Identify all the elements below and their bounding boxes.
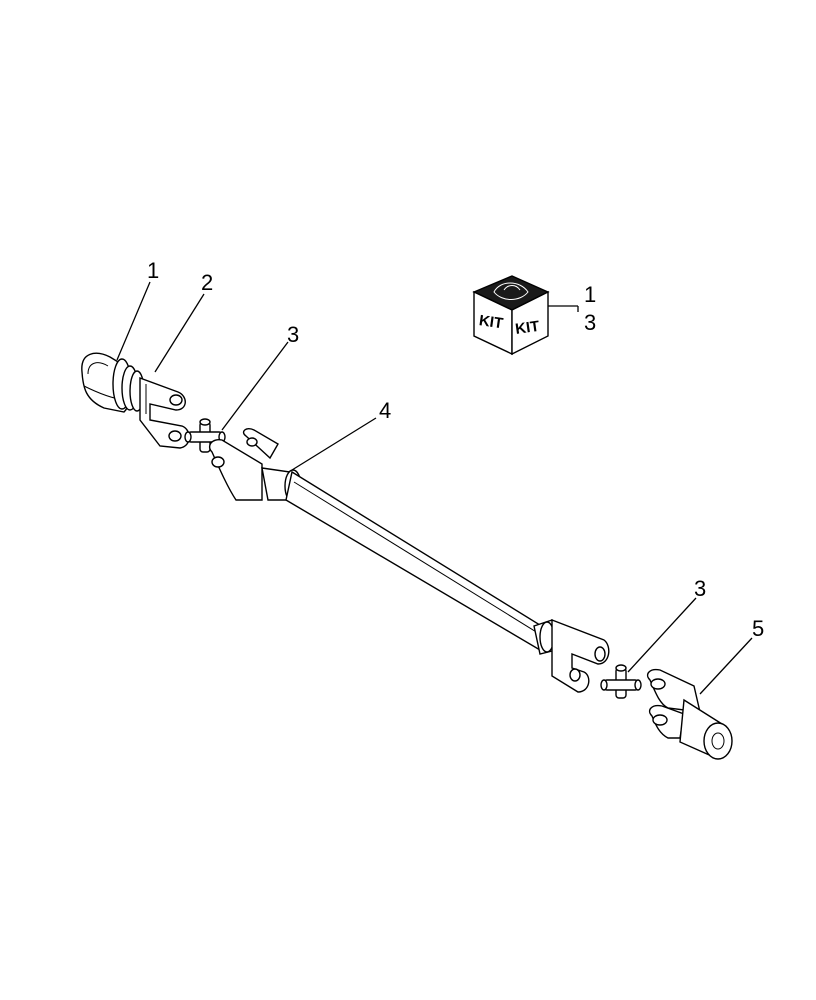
kit-box-label-right: KIT <box>514 318 540 338</box>
leader-lines <box>116 281 753 695</box>
kit-callout-1: 1 <box>584 282 596 307</box>
callout-5: 5 <box>752 616 764 641</box>
kit-callout-3: 3 <box>584 310 596 335</box>
part-3-cross-lower <box>600 664 642 699</box>
kit-box-icon: KIT KIT <box>472 275 550 356</box>
callout-4: 4 <box>379 398 391 423</box>
callout-3-lower: 3 <box>694 576 706 601</box>
callout-3-upper: 3 <box>287 322 299 347</box>
callout-labels: 1 2 3 4 3 5 1 3 <box>147 258 764 641</box>
callout-2: 2 <box>201 270 213 295</box>
part-4-shaft <box>208 427 610 693</box>
callout-1: 1 <box>147 258 159 283</box>
kit-box-label-left: KIT <box>478 312 504 332</box>
part-1-end-cap <box>81 352 145 413</box>
part-2-yoke <box>139 376 190 449</box>
part-5-end-yoke <box>646 668 733 760</box>
part-3-cross-upper <box>184 418 226 453</box>
